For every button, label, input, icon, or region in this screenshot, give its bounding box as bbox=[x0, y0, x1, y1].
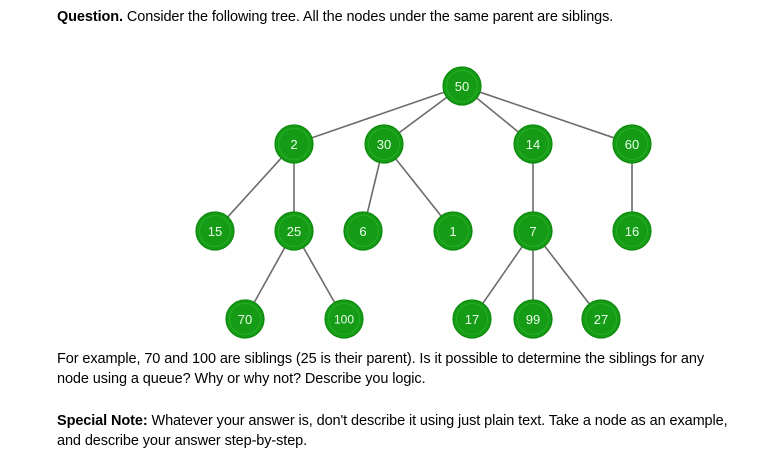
question-heading: Question. Consider the following tree. A… bbox=[57, 8, 757, 27]
tree-node-inner-ring bbox=[346, 214, 380, 248]
tree-edge bbox=[397, 96, 449, 134]
tree-edge bbox=[481, 245, 524, 305]
tree-node-circle bbox=[225, 299, 265, 339]
tree-node-label: 15 bbox=[208, 224, 222, 239]
tree-node[interactable]: 50 bbox=[442, 66, 482, 106]
tree-node[interactable]: 2 bbox=[274, 124, 314, 164]
tree-node[interactable]: 1 bbox=[433, 211, 473, 251]
tree-node-label: 100 bbox=[334, 313, 354, 327]
tree-edge bbox=[302, 246, 336, 304]
tree-node-label: 50 bbox=[455, 79, 469, 94]
tree-node-inner-ring bbox=[615, 127, 649, 161]
tree-node-label: 14 bbox=[526, 137, 540, 152]
tree-node-inner-ring bbox=[516, 214, 550, 248]
tree-node[interactable]: 60 bbox=[612, 124, 652, 164]
tree-node-circle bbox=[442, 66, 482, 106]
tree-node-label: 7 bbox=[529, 224, 536, 239]
tree-node[interactable]: 14 bbox=[513, 124, 553, 164]
tree-node-inner-ring bbox=[277, 127, 311, 161]
tree-node-label: 16 bbox=[625, 224, 639, 239]
tree-node-circle bbox=[513, 211, 553, 251]
tree-node-label: 30 bbox=[377, 137, 391, 152]
tree-node-label: 17 bbox=[465, 312, 479, 327]
tree-edge bbox=[253, 246, 286, 304]
tree-node[interactable]: 30 bbox=[364, 124, 404, 164]
tree-node-inner-ring bbox=[516, 302, 550, 336]
tree-node-circle bbox=[612, 211, 652, 251]
tree-edge bbox=[394, 157, 443, 218]
tree-node-circle bbox=[195, 211, 235, 251]
tree-node-label: 2 bbox=[290, 137, 297, 152]
tree-node-circle bbox=[513, 299, 553, 339]
tree-node-inner-ring bbox=[584, 302, 618, 336]
tree-node[interactable]: 99 bbox=[513, 299, 553, 339]
tree-edge bbox=[475, 96, 520, 134]
tree-node-label: 60 bbox=[625, 137, 639, 152]
tree-node-circle bbox=[274, 124, 314, 164]
tree-node[interactable]: 70 bbox=[225, 299, 265, 339]
tree-node-circle bbox=[433, 211, 473, 251]
tree-node-inner-ring bbox=[277, 214, 311, 248]
tree-edge-layer bbox=[226, 91, 633, 306]
tree-node[interactable]: 6 bbox=[343, 211, 383, 251]
tree-node-label: 27 bbox=[594, 312, 608, 327]
tree-node-circle bbox=[581, 299, 621, 339]
question-lead-label: Question. bbox=[57, 9, 123, 25]
tree-node-circle bbox=[364, 124, 404, 164]
tree-edge bbox=[543, 244, 591, 306]
question-text: Consider the following tree. All the nod… bbox=[122, 9, 614, 25]
example-paragraph: For example, 70 and 100 are siblings (25… bbox=[57, 350, 729, 389]
tree-node-inner-ring bbox=[327, 302, 361, 336]
tree-node-circle bbox=[324, 299, 364, 339]
example-paragraph-text: For example, 70 and 100 are siblings (25… bbox=[57, 351, 704, 387]
tree-node-inner-ring bbox=[436, 214, 470, 248]
tree-node-inner-ring bbox=[198, 214, 232, 248]
tree-node-circle bbox=[343, 211, 383, 251]
tree-node-inner-ring bbox=[455, 302, 489, 336]
special-note-paragraph: Special Note: Whatever your answer is, d… bbox=[57, 412, 729, 451]
tree-node-inner-ring bbox=[445, 69, 479, 103]
tree-node[interactable]: 16 bbox=[612, 211, 652, 251]
tree-node-circle bbox=[612, 124, 652, 164]
tree-node[interactable]: 15 bbox=[195, 211, 235, 251]
tree-edge bbox=[226, 156, 283, 219]
special-note-text: Whatever your answer is, don't describe … bbox=[57, 413, 728, 449]
tree-node[interactable]: 17 bbox=[452, 299, 492, 339]
tree-node-circle bbox=[274, 211, 314, 251]
tree-node-label: 70 bbox=[238, 312, 252, 327]
tree-node-circle bbox=[513, 124, 553, 164]
tree-node[interactable]: 100 bbox=[324, 299, 364, 339]
tree-node-label: 99 bbox=[526, 312, 540, 327]
tree-node[interactable]: 27 bbox=[581, 299, 621, 339]
tree-node-inner-ring bbox=[615, 214, 649, 248]
tree-node-label: 1 bbox=[449, 224, 456, 239]
special-note-lead-label: Special Note: bbox=[57, 413, 148, 429]
tree-edge bbox=[366, 161, 381, 214]
tree-node[interactable]: 25 bbox=[274, 211, 314, 251]
tree-node-inner-ring bbox=[516, 127, 550, 161]
tree-node-inner-ring bbox=[228, 302, 262, 336]
tree-node-circle bbox=[452, 299, 492, 339]
tree-edge bbox=[310, 91, 446, 139]
tree-node[interactable]: 7 bbox=[513, 211, 553, 251]
tree-edge bbox=[478, 91, 616, 139]
tree-node-label: 25 bbox=[287, 224, 301, 239]
tree-node-inner-ring bbox=[367, 127, 401, 161]
tree-node-label: 6 bbox=[359, 224, 366, 239]
